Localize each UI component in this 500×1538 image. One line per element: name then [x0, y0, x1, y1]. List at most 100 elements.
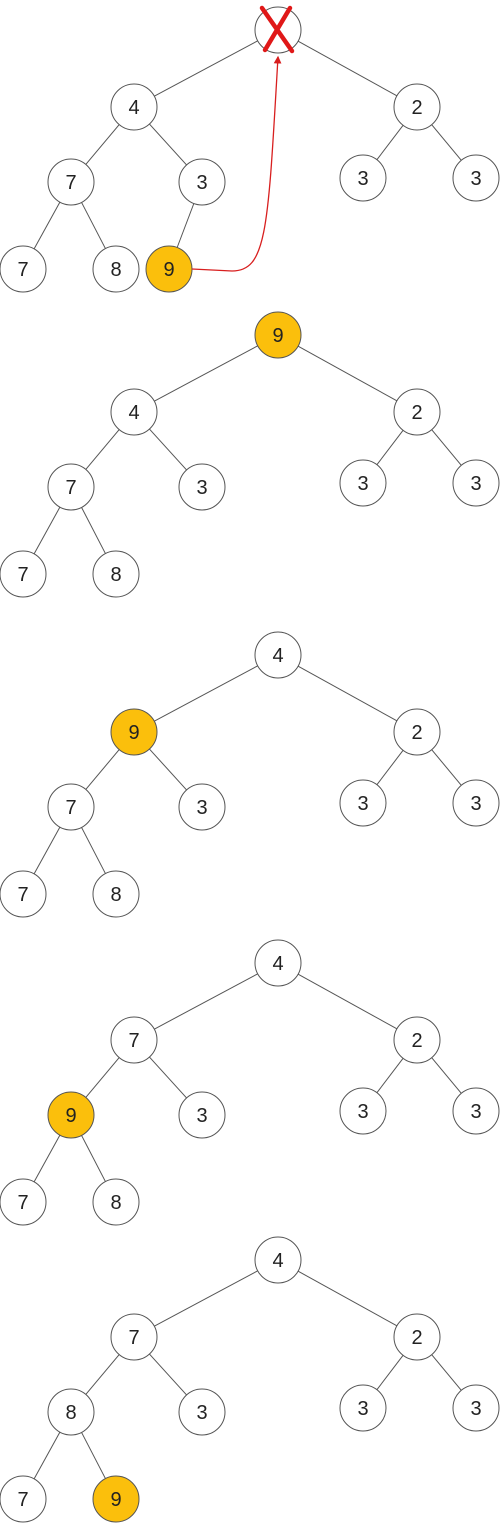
tree-edge-root-l [154, 665, 258, 722]
node-circle [178, 158, 226, 206]
node-value: 3 [357, 473, 368, 495]
tree-node-ll: 8 [47, 1388, 95, 1436]
node-value: 2 [411, 1327, 422, 1349]
node-value: 3 [357, 1398, 368, 1420]
tree-node-lll: 7 [0, 245, 47, 293]
node-circle [110, 708, 158, 756]
node-circle [47, 463, 95, 511]
node-value: 9 [163, 259, 174, 281]
node-value: 7 [65, 477, 76, 499]
tree-edge-l-ll [85, 1057, 120, 1098]
tree-node-lr: 3 [178, 158, 226, 206]
tree-edge-r-rl [376, 1058, 404, 1093]
tree-node-llr: 8 [92, 1178, 140, 1226]
tree-edge-root-r [297, 40, 398, 97]
tree-edge-ll-llr [81, 507, 106, 554]
tree-node-r: 2 [393, 708, 441, 756]
tree-edge-r-rl [376, 750, 404, 785]
tree-node-rl: 3 [339, 1384, 387, 1432]
node-circle [452, 154, 500, 202]
tree-edge-r-rl [376, 125, 404, 160]
node-value: 9 [272, 325, 283, 347]
tree-node-l: 4 [110, 388, 158, 436]
tree-edge-ll-lll [33, 201, 61, 250]
node-circle [339, 1384, 387, 1432]
node-circle [92, 245, 140, 293]
node-value: 7 [128, 1030, 139, 1052]
node-value: 8 [110, 564, 121, 586]
node-circle [393, 1313, 441, 1361]
tree-edge-root-l [154, 40, 258, 97]
tree-node-rr: 3 [452, 1087, 500, 1135]
node-circle [393, 388, 441, 436]
node-value: 3 [470, 793, 481, 815]
tree-node-rl: 3 [339, 459, 387, 507]
node-value: 2 [411, 1030, 422, 1052]
node-value: 2 [411, 97, 422, 119]
node-circle [393, 83, 441, 131]
node-circle [254, 939, 302, 987]
node-circle [452, 459, 500, 507]
node-value: 3 [470, 1398, 481, 1420]
node-value: 8 [110, 1192, 121, 1214]
node-circle [254, 1236, 302, 1284]
node-value: 3 [196, 477, 207, 499]
node-value: 3 [196, 1105, 207, 1127]
node-circle [339, 154, 387, 202]
node-circle [393, 1016, 441, 1064]
tree-node-ll: 7 [47, 158, 95, 206]
node-value: 7 [65, 172, 76, 194]
node-circle [178, 1388, 226, 1436]
node-circle [92, 550, 140, 598]
tree-node-rl: 3 [339, 779, 387, 827]
node-value: 9 [65, 1105, 76, 1127]
node-value: 7 [128, 1327, 139, 1349]
tree-edge-r-rr [431, 1354, 462, 1391]
tree-edge-l-lr [149, 1056, 187, 1099]
heap-step-4: 4 7 2 9 3 3 3 7 8 [0, 939, 500, 1226]
node-value: 7 [17, 1489, 28, 1511]
tree-edge-root-l [154, 1270, 258, 1327]
move-to-root-arrow [191, 55, 282, 272]
node-circle [178, 463, 226, 511]
node-value: 4 [128, 97, 139, 119]
tree-edge-ll-lll [33, 1431, 61, 1480]
node-value: 4 [272, 1250, 283, 1272]
tree-edge-ll-lll [33, 826, 61, 875]
tree-node-rl: 3 [339, 1087, 387, 1135]
node-value: 8 [65, 1402, 76, 1424]
node-value: 7 [17, 564, 28, 586]
node-circle [110, 83, 158, 131]
tree-node-r: 2 [393, 388, 441, 436]
tree-node-llr: 8 [92, 550, 140, 598]
tree-node-rl: 3 [339, 154, 387, 202]
node-value: 7 [65, 797, 76, 819]
node-value: 3 [357, 793, 368, 815]
node-circle [254, 631, 302, 679]
node-circle [47, 1091, 95, 1139]
node-circle [0, 245, 47, 293]
node-value: 4 [272, 953, 283, 975]
tree-edge-l-lr [149, 1353, 187, 1396]
tree-edge-l-lr [149, 428, 187, 471]
node-circle [47, 158, 95, 206]
node-value: 3 [196, 797, 207, 819]
node-circle [110, 388, 158, 436]
tree-edge-r-rl [376, 430, 404, 465]
tree-node-root: 4 [254, 631, 302, 679]
tree-node-r: 2 [393, 1016, 441, 1064]
node-value: 8 [110, 259, 121, 281]
tree-node-l: 9 [110, 708, 158, 756]
tree-edge-lr-lrl [176, 203, 195, 248]
node-value: 7 [17, 1192, 28, 1214]
tree-node-lrl: 9 [145, 245, 193, 293]
tree-node-rr: 3 [452, 154, 500, 202]
node-value: 8 [110, 884, 121, 906]
tree-node-llr: 8 [92, 245, 140, 293]
node-value: 2 [411, 402, 422, 424]
removed-x-mark [259, 5, 295, 54]
tree-edge-ll-lll [33, 506, 61, 555]
node-circle [0, 870, 47, 918]
